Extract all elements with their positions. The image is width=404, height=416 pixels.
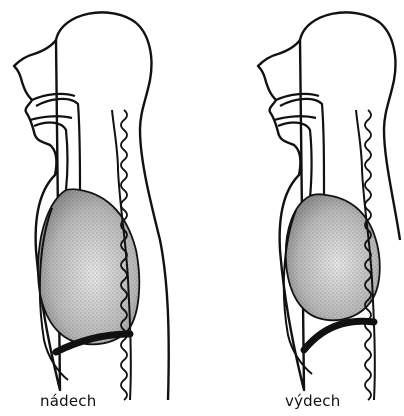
exhale-panel (258, 12, 400, 400)
inhale-oral-passage (30, 116, 72, 120)
exhale-oral-passage (274, 116, 316, 120)
exhale-caption: výdech (285, 392, 340, 410)
inhale-caption: nádech (40, 392, 96, 410)
exhale-diaphragm (304, 321, 374, 350)
inhale-panel (14, 12, 169, 400)
